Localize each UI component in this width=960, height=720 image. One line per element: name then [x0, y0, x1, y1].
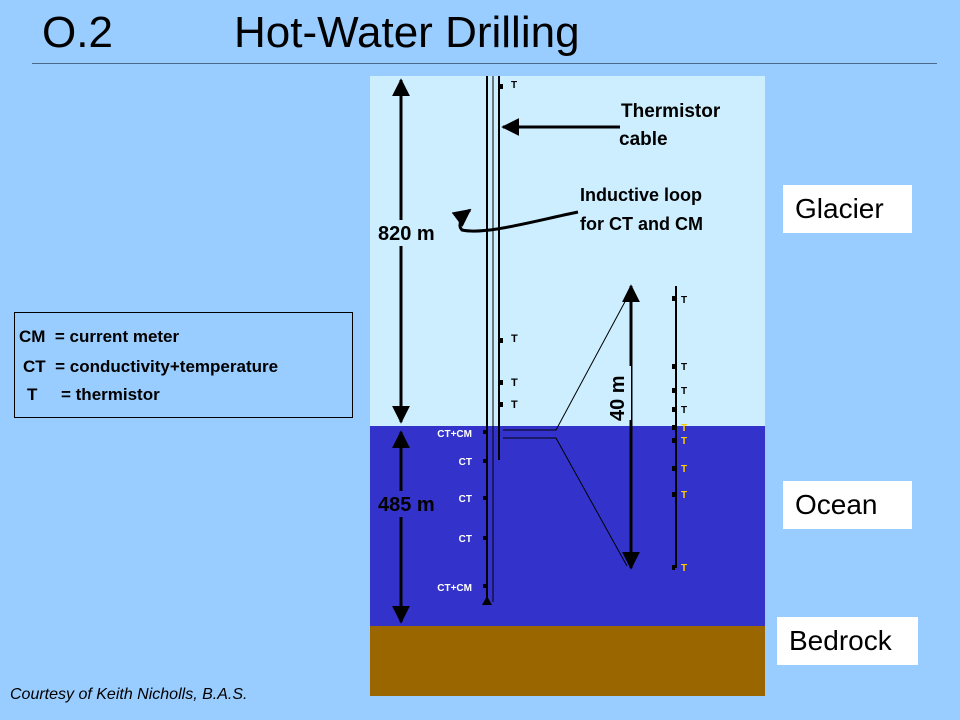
- ocean-depth-label: 485 m: [378, 494, 435, 516]
- title-rule: [32, 63, 937, 64]
- mooring-mark-3: [483, 496, 487, 500]
- mooring-mark-4: [483, 536, 487, 540]
- glacier-region: [370, 76, 765, 426]
- legend-cm: CM = current meter: [19, 327, 180, 346]
- zoom-span-label: 40 m: [607, 375, 629, 421]
- mooring-label-5: CT+CM: [437, 583, 472, 594]
- sensor-label-glacier-1: T: [511, 333, 518, 345]
- sensor-mark-glacier-1: [500, 338, 503, 343]
- inductive-loop-label-1: Inductive loop: [580, 185, 702, 205]
- sensor-mark-glacier-3: [500, 402, 503, 407]
- ocean-region: [370, 426, 765, 626]
- mooring-label-4: CT: [459, 534, 472, 545]
- main-sensor-marks: [483, 84, 503, 588]
- glacier-depth-label-bg: [376, 220, 448, 246]
- legend-box: CM = current meter CT = conductivity+tem…: [14, 312, 353, 418]
- sensor-mark-top: [500, 84, 503, 89]
- zoom-label-4: T: [681, 405, 687, 416]
- zoom-mark-3: [672, 388, 675, 393]
- title-number: O.2: [42, 8, 113, 57]
- zoom-connector-top: [503, 297, 628, 431]
- zoom-mark-2: [672, 364, 675, 369]
- credit-text: Courtesy of Keith Nicholls, B.A.S.: [10, 686, 248, 703]
- thermistor-cable-label-2: cable: [619, 129, 668, 150]
- zoom-mark-1: [672, 296, 675, 301]
- zoom-sensor-marks: [672, 296, 675, 570]
- zoom-mark-9: [672, 565, 675, 570]
- glacier-depth-label: 820 m: [378, 223, 435, 245]
- sensor-label-top: T: [511, 80, 517, 91]
- zoom-mark-8: [672, 492, 675, 497]
- zoom-mark-7: [672, 466, 675, 471]
- zoom-connector-bottom: [503, 437, 628, 567]
- mooring-mark-2: [483, 459, 487, 463]
- zoom-label-6: T: [681, 436, 687, 447]
- bedrock-region: [370, 626, 765, 696]
- page-title: O.2 Hot-Water Drilling: [42, 8, 580, 158]
- zoom-mark-5: [672, 425, 675, 430]
- sensor-label-glacier-2: T: [511, 377, 518, 389]
- sensor-mark-glacier-2: [500, 380, 503, 385]
- sensor-label-glacier-3: T: [511, 399, 518, 411]
- mooring-mark-5: [483, 584, 487, 588]
- title-text: Hot-Water Drilling: [234, 8, 580, 57]
- zoom-label-9: T: [681, 563, 687, 574]
- zoom-mark-4: [672, 407, 675, 412]
- ocean-label: Ocean: [783, 481, 912, 529]
- zoom-label-8: T: [681, 490, 687, 501]
- ocean-depth-label-bg: [376, 491, 448, 517]
- thermistor-cable-label-1: Thermistor: [621, 101, 721, 122]
- zoom-span-label-bg: [605, 366, 631, 420]
- glacier-label: Glacier: [783, 185, 912, 233]
- legend-t: T = thermistor: [27, 385, 160, 404]
- zoom-label-1: T: [681, 295, 687, 306]
- inductive-loop-pointer: [451, 208, 579, 233]
- zoom-label-3: T: [681, 386, 687, 397]
- mooring-mark-1: [483, 430, 487, 434]
- inductive-loop-label-2: for CT and CM: [580, 214, 703, 234]
- mooring-label-3: CT: [459, 494, 472, 505]
- zoom-mark-6: [672, 438, 675, 443]
- zoom-label-5: T: [681, 423, 687, 434]
- legend-ct: CT = conductivity+temperature: [23, 357, 279, 376]
- mooring-label-2: CT: [459, 457, 472, 468]
- mooring-anchor: [482, 596, 492, 605]
- bedrock-label: Bedrock: [777, 617, 918, 665]
- zoom-label-7: T: [681, 464, 687, 475]
- mooring-label-1: CT+CM: [437, 429, 472, 440]
- zoom-label-2: T: [681, 362, 687, 373]
